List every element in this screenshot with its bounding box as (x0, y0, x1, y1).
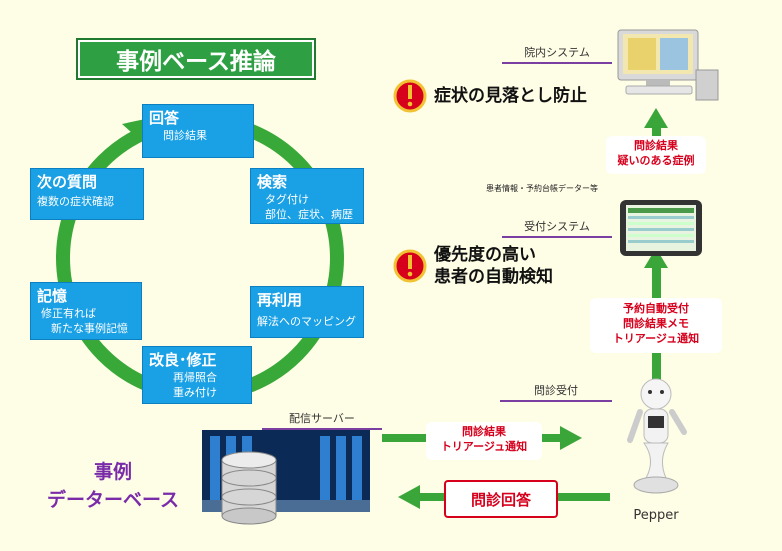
pepper-robot-icon (627, 378, 687, 494)
arrow-up-2-shaft (652, 265, 661, 305)
cycle-box-reuse: 再利用 解法へのマッピング (250, 286, 364, 338)
arrow-up-3-shaft (652, 350, 661, 380)
flow-top-line2: 疑いのある症例 (617, 154, 695, 167)
cycle-heading-memory: 記憶 (37, 287, 68, 305)
cycle-box-improve: 改良･修正 再帰照合 重み付け (142, 346, 252, 404)
cycle-box-search: 検索 タグ付け 部位、症状、病歴 (250, 168, 364, 224)
arrow-up-1-head (644, 108, 668, 128)
cycle-sub-improve-2: 重み付け (173, 386, 217, 399)
arrow-right-head (560, 426, 582, 450)
database-label: 事例 データーベース (28, 458, 198, 514)
answer-button: 問診回答 (444, 480, 558, 518)
warning-icon-2 (393, 249, 427, 283)
label-interview-reception: 問診受付 (500, 382, 612, 402)
cycle-sub-search-2: 部位、症状、病歴 (265, 208, 353, 221)
database-label-line1: 事例 (93, 461, 132, 483)
flow-box-top: 問診結果 疑いのある症例 (606, 136, 706, 174)
cycle-box-answer: 回答 問診結果 (142, 104, 254, 158)
label-distribution-server: 配信サーバー (262, 410, 382, 430)
label-pepper: Pepper (633, 508, 679, 523)
warning-text-2-line2: 患者の自動検知 (434, 267, 553, 287)
cycle-box-next: 次の質問 複数の症状確認 (30, 168, 144, 220)
cycle-sub-memory-2: 新たな事例記憶 (51, 322, 128, 335)
cycle-heading-answer: 回答 (149, 109, 180, 127)
flow-box-middle: 予約自動受付 問診結果メモ トリアージュ通知 (590, 298, 722, 353)
flow-top-line1: 問診結果 (634, 139, 678, 152)
flow-mid-line2: 問診結果メモ (623, 317, 689, 330)
cycle-heading-next: 次の質問 (37, 173, 98, 191)
database-icon (221, 451, 277, 525)
flow-box-to-pepper: 問診結果 トリアージュ通知 (426, 422, 542, 460)
cycle-sub-search-1: タグ付け (265, 193, 309, 206)
label-reception-system: 受付システム (502, 218, 612, 238)
cycle-heading-search: 検索 (257, 173, 288, 191)
page-title: 事例ベース推論 (76, 38, 316, 80)
cycle-sub-improve-1: 再帰照合 (173, 371, 217, 384)
flow-mid-line1: 予約自動受付 (623, 302, 689, 315)
cycle-heading-reuse: 再利用 (257, 291, 303, 309)
warning-text-2: 優先度の高い 患者の自動検知 (434, 244, 553, 288)
arrow-up-2-head (644, 248, 668, 268)
flow-patient-info: 患者情報・予約台帳データー等 (486, 184, 598, 193)
label-hospital-system: 院内システム (502, 44, 612, 64)
warning-text-1: 症状の見落とし防止 (434, 86, 587, 106)
cycle-box-memory: 記憶 修正有れば 新たな事例記憶 (30, 282, 142, 340)
cycle-sub-answer: 問診結果 (163, 129, 207, 142)
warning-icon-1 (393, 79, 427, 113)
tablet-icon (620, 200, 702, 256)
flow-pepper-line2: トリアージュ通知 (440, 440, 528, 453)
arrow-left-head (398, 485, 420, 509)
computer-icon (617, 29, 719, 101)
warning-text-2-line1: 優先度の高い (434, 245, 536, 265)
database-label-line2: データーベース (46, 489, 180, 511)
cycle-sub-next: 複数の症状確認 (37, 195, 114, 208)
cycle-sub-memory-1: 修正有れば (41, 307, 96, 320)
flow-mid-line3: トリアージュ通知 (612, 332, 700, 345)
cycle-heading-improve: 改良･修正 (149, 351, 217, 369)
flow-pepper-line1: 問診結果 (462, 425, 506, 438)
cycle-sub-reuse: 解法へのマッピング (257, 315, 356, 328)
